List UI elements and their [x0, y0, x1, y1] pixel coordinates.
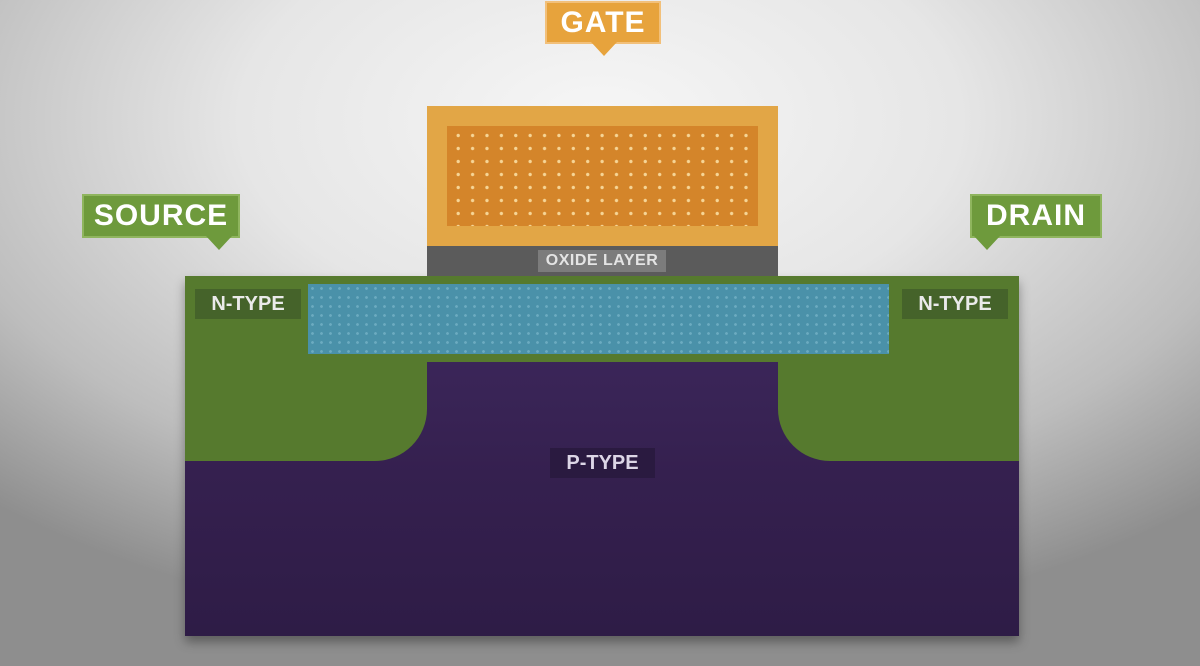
conductive-channel — [308, 284, 889, 354]
n-type-label-left: N-TYPE — [195, 289, 301, 319]
p-type-label: P-TYPE — [550, 448, 655, 478]
gate-charge-pattern — [447, 126, 758, 226]
n-type-label-right: N-TYPE — [902, 289, 1008, 319]
oxide-layer-label: OXIDE LAYER — [538, 250, 666, 272]
drain-label: DRAIN — [970, 194, 1102, 250]
source-label: SOURCE — [82, 194, 240, 250]
gate-label: GATE — [545, 1, 661, 56]
